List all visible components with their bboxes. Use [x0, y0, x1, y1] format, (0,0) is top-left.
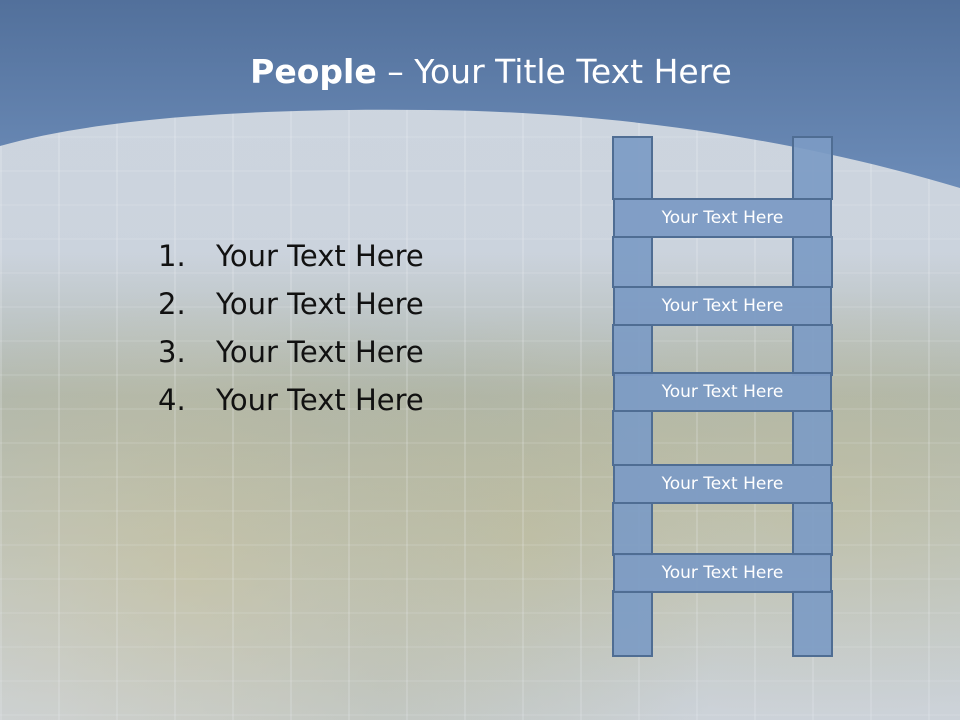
- list-item-number: 3.: [158, 335, 186, 369]
- list-item-number: 2.: [158, 287, 186, 321]
- ladder-rung-5[interactable]: Your Text Here: [613, 553, 832, 593]
- list-item: 1. Your Text Here: [158, 232, 424, 280]
- slide-title: People – Your Title Text Here: [0, 52, 960, 91]
- ladder-rung-3[interactable]: Your Text Here: [613, 372, 832, 412]
- list-item: 4. Your Text Here: [158, 376, 424, 424]
- slide-title-rest: – Your Title Text Here: [376, 52, 732, 91]
- list-item-text: Your Text Here: [216, 239, 424, 273]
- list-item-text: Your Text Here: [216, 335, 424, 369]
- list-item: 2. Your Text Here: [158, 280, 424, 328]
- list-item: 3. Your Text Here: [158, 328, 424, 376]
- list-item-number: 1.: [158, 239, 186, 273]
- header-band: [0, 0, 960, 188]
- list-item-number: 4.: [158, 383, 186, 417]
- list-item-text: Your Text Here: [216, 287, 424, 321]
- ladder-rung-4[interactable]: Your Text Here: [613, 464, 832, 504]
- ladder-rung-2[interactable]: Your Text Here: [613, 286, 832, 326]
- list-item-text: Your Text Here: [216, 383, 424, 417]
- numbered-list: 1. Your Text Here 2. Your Text Here 3. Y…: [158, 232, 424, 424]
- ladder-rung-1[interactable]: Your Text Here: [613, 198, 832, 238]
- slide-title-bold: People: [250, 52, 377, 91]
